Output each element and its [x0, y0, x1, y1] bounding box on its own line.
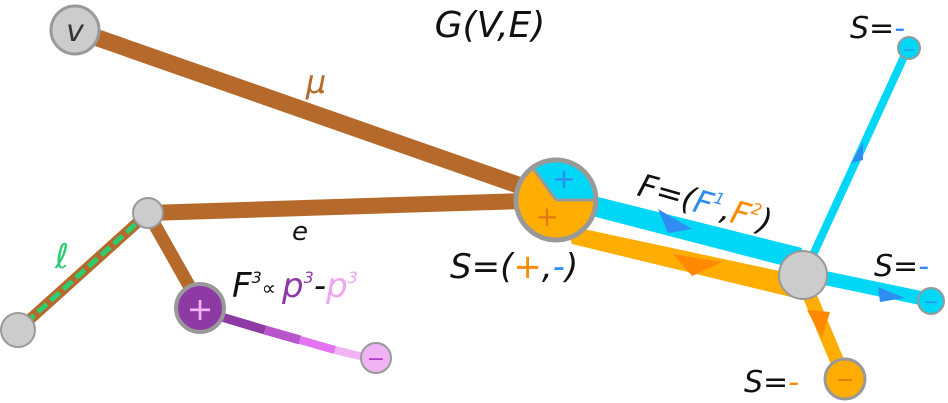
- node-cyan-top: [897, 36, 921, 60]
- node-split: [778, 250, 828, 300]
- sink-top-label: S=-: [850, 11, 905, 46]
- node-cyan-right: [917, 287, 945, 315]
- node-junction: [132, 197, 164, 229]
- node-source-plus-blue: +: [552, 162, 575, 195]
- graph-title: G(V,E): [435, 5, 546, 46]
- arrow-orange-down: [807, 310, 830, 338]
- edge-ell-dash: [16, 211, 150, 332]
- node-source-plus-orange: +: [535, 200, 558, 233]
- sink-bottom-label: S=-: [744, 365, 799, 400]
- arrow-blue-1: [658, 209, 692, 233]
- arrow-blue-right: [878, 287, 905, 302]
- proportional-formula: F3∝p3-p3: [232, 266, 358, 306]
- edge-mu: [66, 21, 564, 207]
- purple-segment-magenta: [298, 336, 337, 354]
- node-cyan-right-label: −: [923, 292, 938, 313]
- flow-cyan-band: [590, 195, 802, 270]
- node-purple-minus: [360, 342, 392, 374]
- node-source-divider-1: [531, 167, 558, 201]
- node-orange-bottom-label: −: [836, 368, 854, 393]
- edge-e-label: e: [292, 217, 308, 247]
- edge-e: [140, 192, 563, 221]
- purple-segment-mid: [263, 325, 302, 345]
- node-v: [49, 4, 101, 56]
- arrow-orange-1: [673, 254, 722, 276]
- sink-right-label: S=-: [874, 249, 929, 284]
- node-purple-plus: [174, 282, 226, 334]
- edge-mu-label: μ: [305, 63, 326, 101]
- arrow-blue-up: [851, 142, 863, 163]
- node-v-label: v: [66, 14, 85, 49]
- node-purple-minus-label: −: [367, 347, 385, 372]
- source-state-label: S=(+,-): [450, 247, 578, 287]
- node-purple-plus-label: +: [187, 290, 214, 328]
- node-cyan-top-label: −: [902, 40, 915, 59]
- node-ell-end: [0, 312, 36, 348]
- edge-ell-label: ℓ: [54, 237, 69, 277]
- node-orange-bottom: [823, 357, 867, 401]
